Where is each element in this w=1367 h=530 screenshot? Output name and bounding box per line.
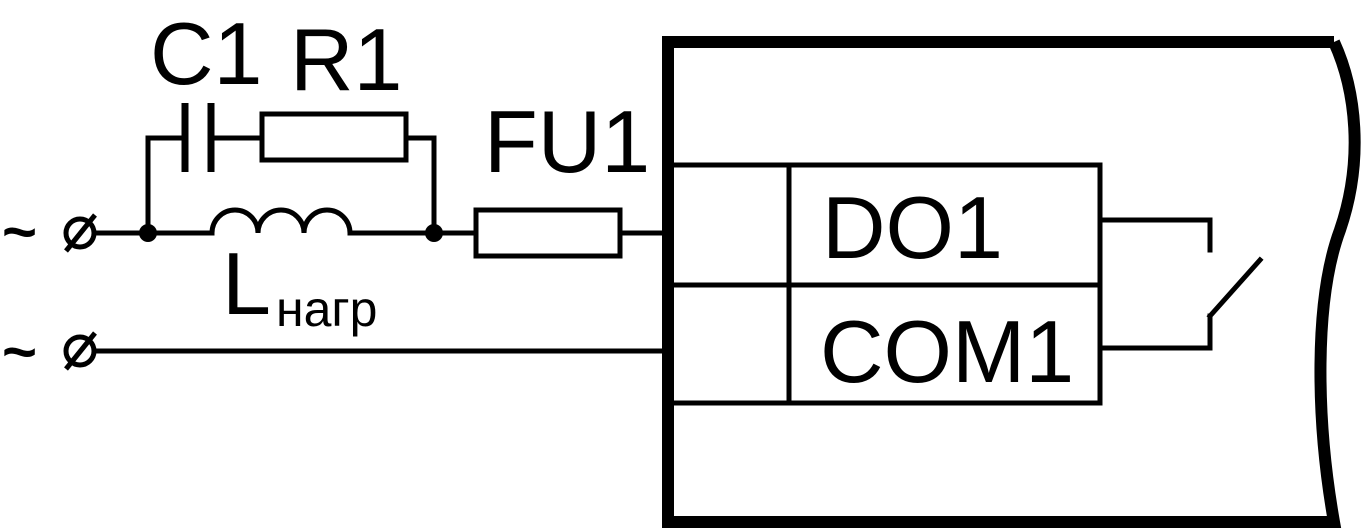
capacitor-icon	[181, 103, 215, 172]
inductor-label: L	[222, 234, 271, 333]
common-label: COM1	[820, 302, 1074, 401]
terminal-block	[665, 162, 1103, 406]
ac-terminal-top-tilde: ~	[2, 198, 37, 265]
junction-dot-left	[139, 224, 157, 242]
snubber-branch-wire	[145, 135, 437, 236]
inductor-subscript: нагр	[276, 281, 377, 337]
fuse-icon	[473, 207, 623, 259]
inductor-icon	[209, 207, 353, 234]
relay-contact-icon	[1097, 217, 1264, 351]
capacitor-label: C1	[150, 4, 263, 103]
terminal-top-icon	[63, 213, 97, 253]
junction-dot-right	[425, 224, 443, 242]
ac-terminal-bottom-tilde: ~	[2, 318, 37, 385]
resistor-icon	[259, 111, 409, 163]
resistor-label: R1	[290, 10, 403, 109]
terminal-bottom-icon	[63, 331, 97, 371]
fuse-label: FU1	[484, 92, 650, 191]
device-frame	[662, 36, 1361, 528]
output-label: DO1	[822, 178, 1003, 277]
